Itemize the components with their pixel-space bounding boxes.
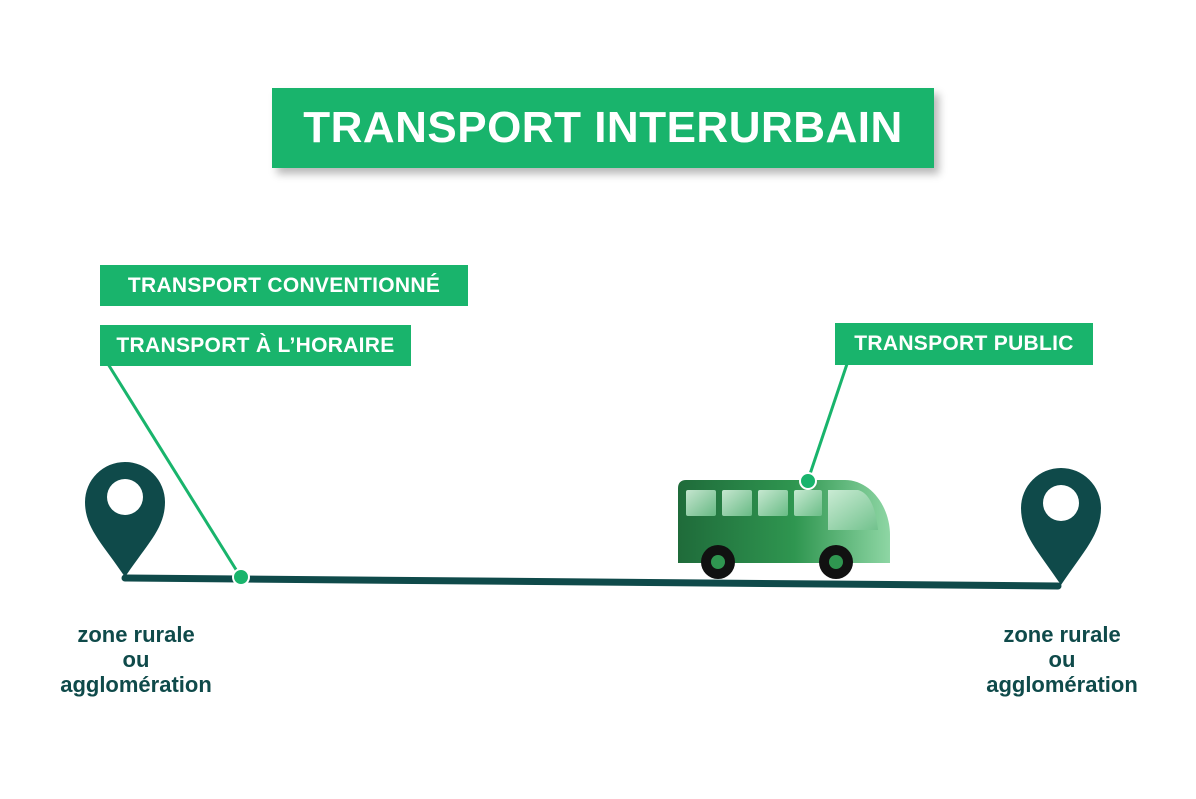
location-pin-icon <box>85 462 165 577</box>
right-place-line-2: ou <box>1048 647 1076 672</box>
left-place-line-1: zone rurale <box>77 622 195 647</box>
connector-line-public <box>806 363 849 481</box>
route-line <box>121 574 1062 590</box>
right-place-line-3: agglomération <box>986 672 1138 697</box>
connector-line-horaire <box>106 363 242 577</box>
label-transport-conventionne: TRANSPORT CONVENTIONNÉ <box>100 265 468 306</box>
right-place-line-1: zone rurale <box>1003 622 1121 647</box>
label-transport-horaire: TRANSPORT À L’HORAIRE <box>100 325 411 366</box>
connector-dot-horaire <box>232 568 250 586</box>
left-place-line-2: ou <box>122 647 150 672</box>
title-banner: TRANSPORT INTERURBAIN <box>272 88 934 168</box>
location-pin-icon <box>1021 468 1101 585</box>
connector-dot-public <box>799 472 817 490</box>
label-transport-public: TRANSPORT PUBLIC <box>835 323 1093 365</box>
right-place-label: zone rurale ou agglomération <box>942 622 1182 697</box>
diagram-title: TRANSPORT INTERURBAIN <box>303 103 903 152</box>
bus-icon <box>678 480 890 579</box>
left-place-label: zone rurale ou agglomération <box>16 622 256 697</box>
left-place-line-3: agglomération <box>60 672 212 697</box>
